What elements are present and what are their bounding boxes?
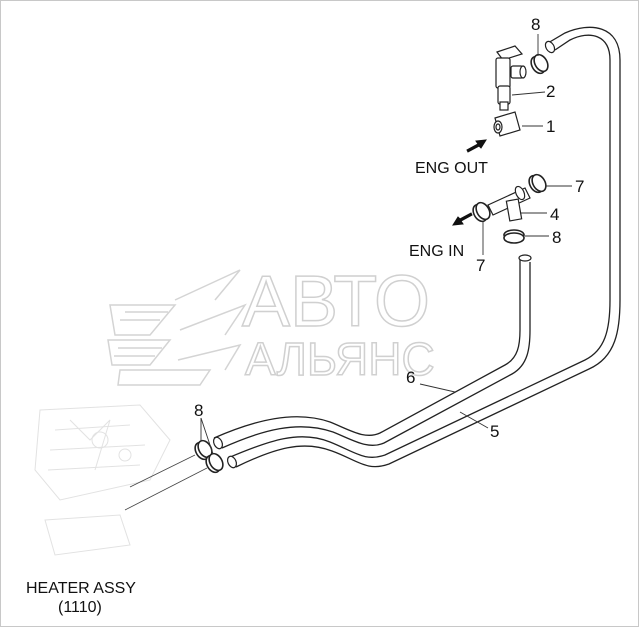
t-piece-4[interactable] — [487, 185, 531, 222]
callout-7-left: 7 — [476, 256, 485, 275]
clamp-7-right — [528, 173, 547, 194]
callout-4: 4 — [550, 205, 559, 224]
heater-assy-label: HEATER ASSY — [26, 580, 136, 597]
heater-code-label: (1110) — [58, 599, 102, 616]
eng-in-label: ENG IN — [409, 243, 464, 260]
hose-6-top-end — [518, 254, 532, 262]
clamp-8-lower — [194, 439, 224, 474]
callout-7-right: 7 — [575, 177, 584, 196]
callout-8-middle: 8 — [552, 228, 561, 247]
callout-6: 6 — [406, 368, 415, 387]
callout-1: 1 — [546, 117, 555, 136]
eng-in-arrow — [452, 212, 473, 226]
watermark-line1: АВТО — [242, 262, 430, 342]
callout-2: 2 — [546, 82, 555, 101]
callout-5: 5 — [490, 422, 499, 441]
valve-connector[interactable] — [493, 111, 521, 137]
clamp-8-top — [530, 53, 549, 75]
callout-8-top: 8 — [531, 15, 540, 34]
leader-lines — [200, 34, 572, 455]
eng-out-label: ENG OUT — [415, 160, 488, 177]
eng-out-arrow — [466, 139, 487, 153]
water-valve[interactable] — [495, 45, 527, 111]
hose-5-top-end — [544, 40, 556, 54]
clamp-8-middle — [503, 229, 525, 244]
heater-assy-sketch — [34, 404, 171, 556]
connection-lines — [124, 454, 208, 511]
hose-6-end — [212, 436, 224, 450]
hose-6 — [213, 260, 531, 449]
hose-5-end — [226, 455, 238, 469]
watermark-logo — [107, 269, 247, 386]
clamp-7-left — [472, 201, 491, 223]
watermark-line2: АЛЬЯНС — [245, 333, 435, 385]
callout-8-lower: 8 — [194, 401, 203, 420]
hose-5 — [227, 26, 621, 468]
